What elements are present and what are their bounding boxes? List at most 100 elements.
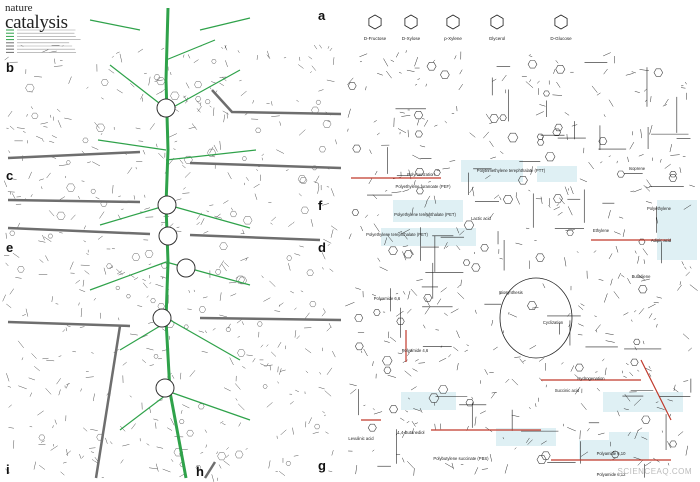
product-box (603, 392, 683, 412)
molecule-stroke (416, 279, 423, 281)
ring-structure (204, 99, 211, 105)
molecule-stroke (266, 54, 271, 60)
molecule-stroke (328, 322, 332, 329)
ring-structure (383, 366, 392, 374)
molecule-stroke (491, 392, 497, 394)
molecule-stroke (454, 55, 457, 60)
molecule-stroke (100, 133, 103, 136)
green-pathway-branch (199, 17, 251, 31)
molecule-stroke (460, 279, 462, 286)
molecule-stroke (183, 95, 188, 102)
molecule-stroke (66, 325, 71, 328)
molecule-stroke (161, 223, 163, 226)
molecule-stroke (219, 140, 221, 150)
ring-structure (544, 152, 556, 162)
molecule-stroke (225, 454, 230, 458)
molecule-stroke (304, 312, 310, 319)
molecule-stroke (153, 418, 159, 421)
molecule-stroke (3, 180, 8, 188)
molecule-stroke (485, 113, 490, 119)
molecule-stroke (95, 196, 100, 200)
molecule-stroke (456, 245, 461, 251)
molecule-stroke (633, 310, 637, 313)
molecule-stroke (359, 53, 368, 58)
compound-ring (404, 14, 418, 30)
molecule-stroke (158, 152, 164, 159)
molecule-stroke (580, 403, 587, 410)
molecule-stroke (144, 72, 147, 75)
molecule-stroke (224, 262, 229, 267)
molecule-stroke (146, 347, 154, 351)
molecule-stroke (70, 214, 76, 220)
molecule-stroke (116, 268, 123, 276)
molecule-stroke (8, 150, 11, 154)
molecule-stroke (398, 72, 402, 74)
molecule-stroke (34, 366, 40, 372)
molecule-stroke (92, 458, 94, 462)
molecule-stroke (327, 244, 330, 246)
molecule-stroke (156, 446, 164, 449)
ring-structure (438, 385, 449, 394)
molecule-stroke (529, 79, 532, 83)
molecule-stroke (271, 101, 273, 106)
molecule-stroke (224, 45, 228, 51)
molecule-stroke (58, 355, 62, 357)
molecule-stroke (108, 69, 115, 74)
ring-structure (382, 356, 393, 366)
molecule-stroke (91, 352, 94, 354)
molecule-stroke (83, 427, 88, 432)
product-box (381, 228, 476, 246)
molecule-stroke (419, 145, 426, 148)
molecule-stroke (629, 141, 635, 150)
ring-structure (285, 461, 292, 466)
molecule-stroke (46, 359, 55, 362)
ring-structure (195, 465, 202, 470)
molecule-stroke (499, 257, 503, 260)
molecule-stroke (245, 177, 249, 181)
molecule-stroke (324, 390, 332, 397)
molecule-stroke (237, 336, 240, 338)
molecule-stroke (221, 47, 224, 49)
molecule-stroke (360, 225, 364, 232)
molecule-stroke (643, 88, 647, 92)
molecule-stroke (567, 206, 573, 216)
molecule-stroke (385, 233, 388, 236)
ring-structure (630, 358, 639, 366)
ring-structure (309, 301, 317, 308)
molecule-stroke (103, 267, 107, 275)
ring-structure (354, 314, 364, 322)
molecule-stroke (656, 323, 658, 328)
molecule-stroke (637, 460, 643, 466)
molecule-stroke (225, 60, 228, 68)
ring-structure (507, 132, 519, 143)
molecule-stroke (648, 313, 653, 319)
molecule-stroke (171, 374, 175, 379)
molecule-stroke (505, 378, 510, 383)
molecule-stroke (613, 231, 621, 235)
molecule-stroke (79, 453, 82, 459)
molecule-stroke (322, 411, 325, 414)
molecule-stroke (345, 302, 355, 307)
molecule-stroke (279, 369, 286, 372)
molecule-stroke (261, 153, 265, 156)
molecule-stroke (28, 171, 32, 179)
molecule-stroke (448, 354, 451, 358)
pathway-label: Polyamide 6,6 (374, 296, 401, 301)
molecule-stroke (12, 252, 20, 258)
molecule-stroke (525, 81, 534, 89)
molecule-stroke (184, 172, 191, 178)
molecule-stroke (200, 218, 205, 225)
molecule-stroke (401, 229, 410, 234)
molecule-stroke (7, 110, 13, 117)
molecule-stroke (620, 274, 625, 278)
molecule-stroke (50, 445, 58, 451)
molecule-stroke (58, 164, 68, 167)
section-divider (211, 89, 341, 116)
molecule-stroke (475, 309, 477, 314)
molecule-stroke (197, 106, 202, 112)
molecule-stroke (168, 133, 177, 138)
ring-structure (242, 216, 253, 225)
molecule-stroke (89, 447, 96, 449)
molecule-stroke (641, 278, 650, 282)
molecule-stroke (332, 350, 336, 358)
